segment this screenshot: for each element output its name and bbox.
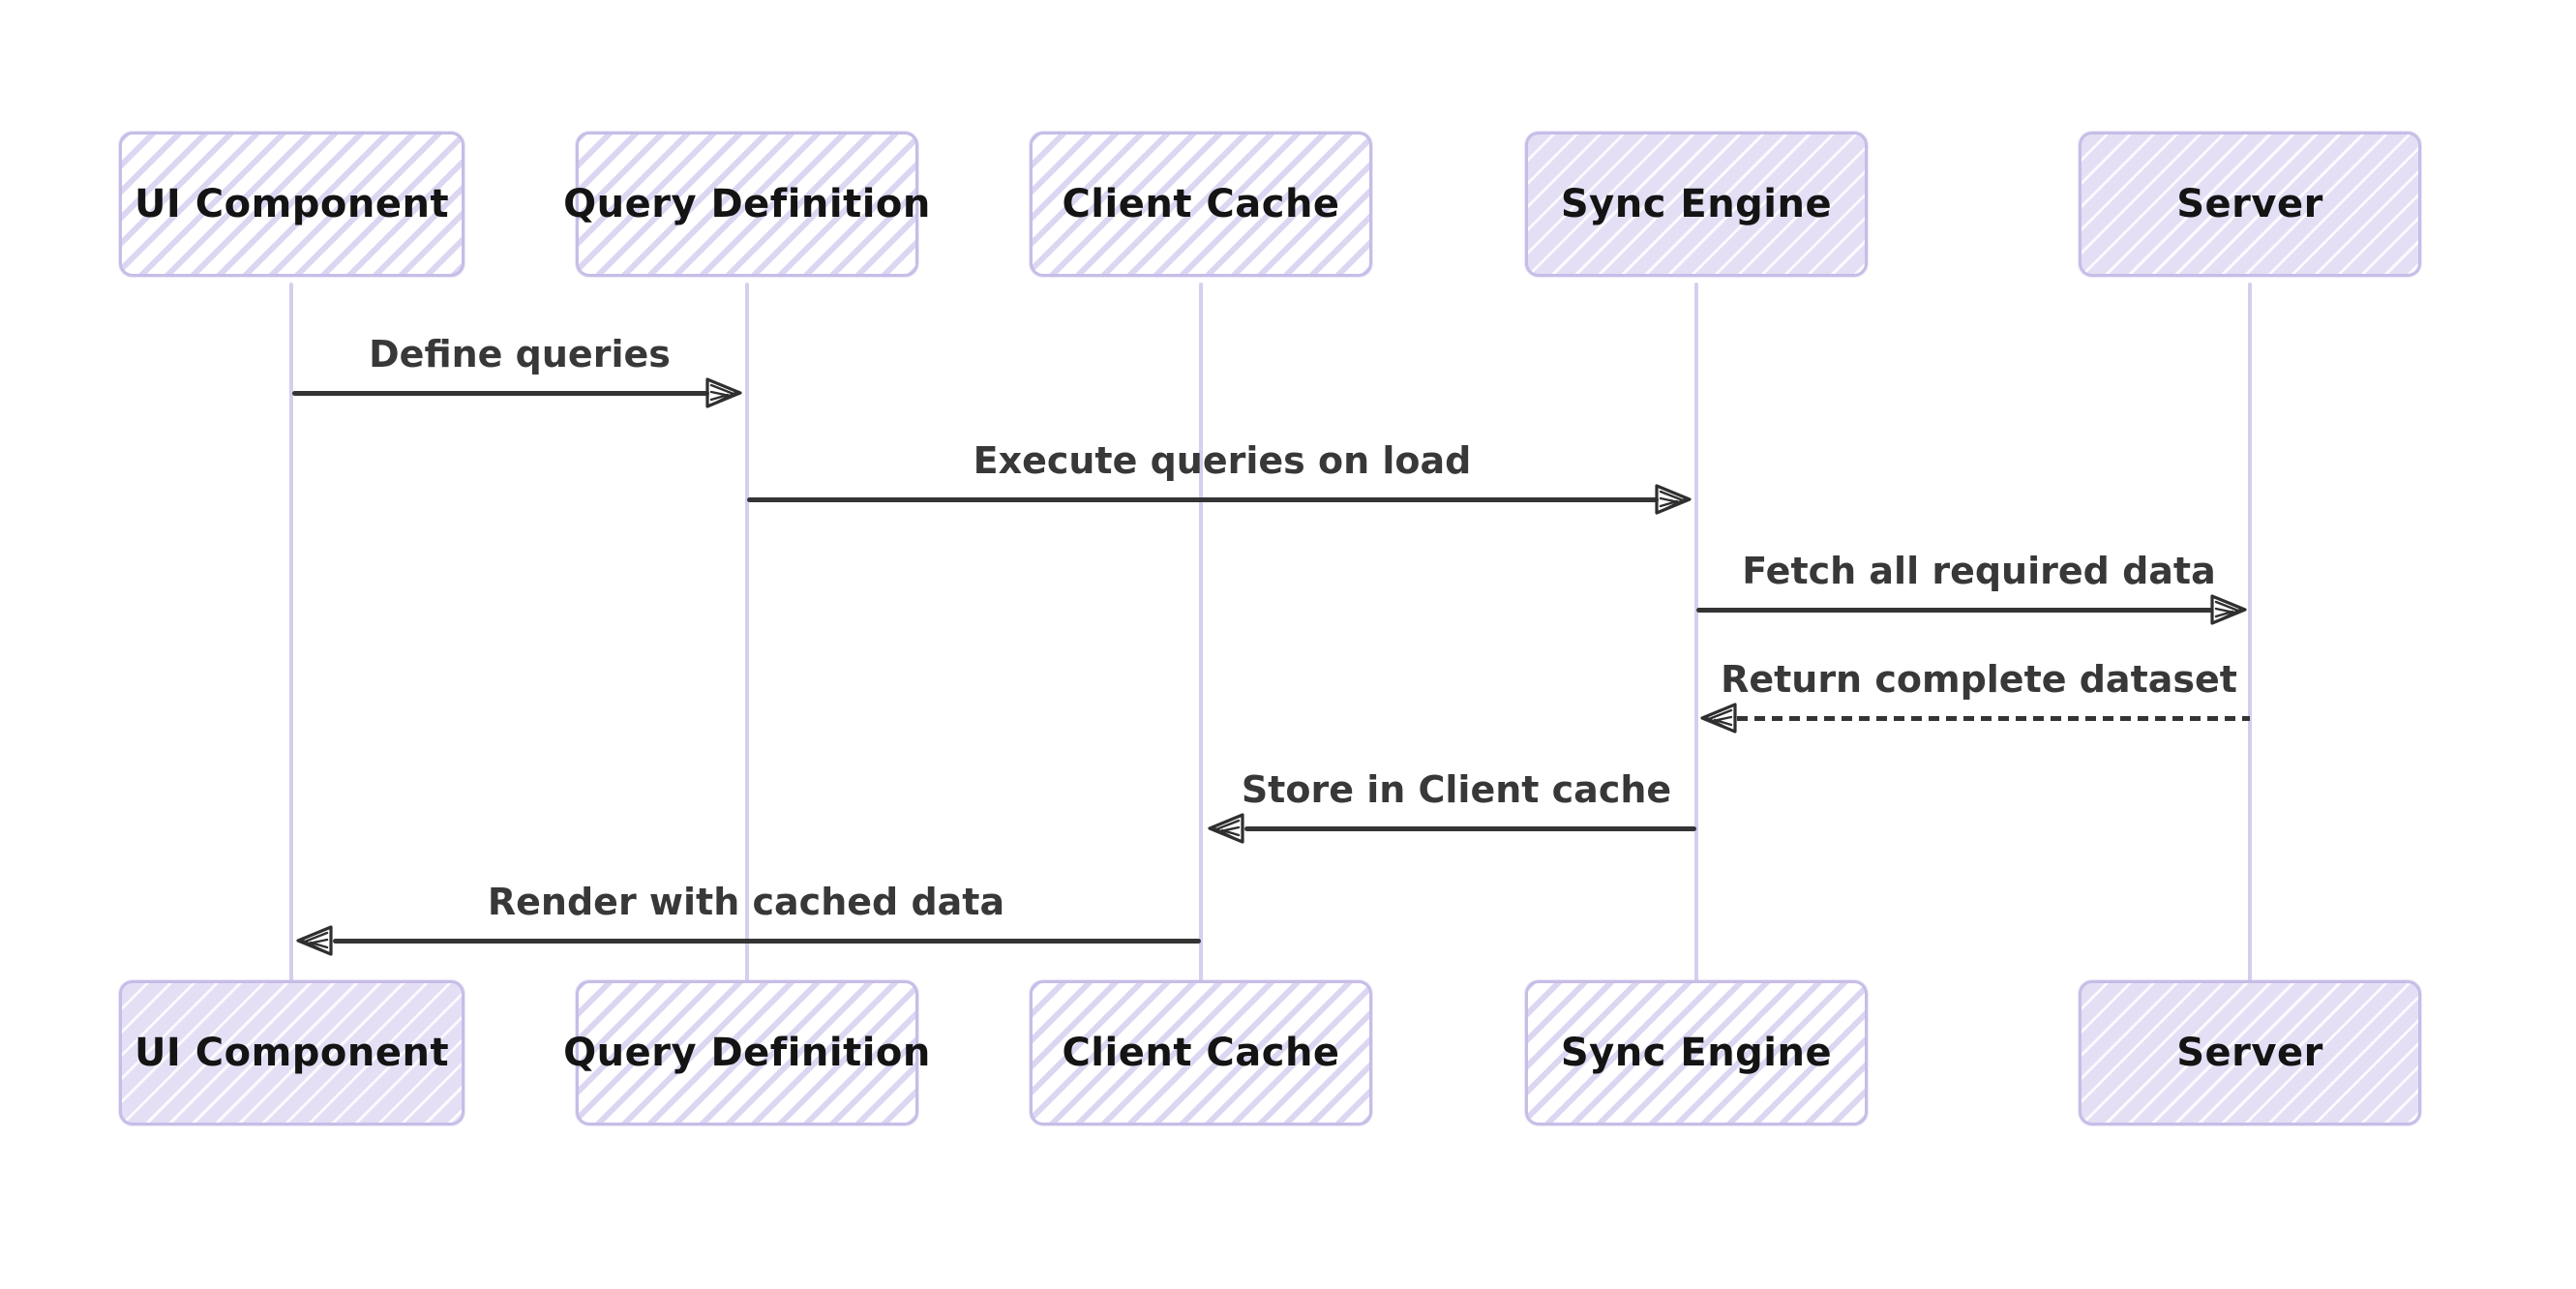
- message-line-dashed: [1737, 716, 2250, 721]
- actor-box-top-sync-engine: Sync Engine: [1525, 132, 1868, 277]
- message-line: [333, 939, 1201, 944]
- actor-box-top-ui-component: UI Component: [119, 132, 464, 277]
- actor-box-bottom-ui-component: UI Component: [119, 980, 464, 1125]
- actor-box-bottom-client-cache: Client Cache: [1030, 980, 1372, 1125]
- actor-box-bottom-query-definition: Query Definition: [563, 980, 930, 1125]
- lifeline-ui-component: [289, 283, 293, 981]
- actor-label: Query Definition: [563, 1031, 931, 1075]
- actor-label: Server: [2176, 182, 2323, 226]
- message-label: Execute queries on load: [973, 439, 1472, 482]
- arrowhead-right-icon: [1655, 484, 1692, 515]
- actor-label: UI Component: [134, 1031, 450, 1075]
- arrowhead-left-icon: [296, 925, 333, 956]
- message-label: Define queries: [369, 333, 671, 375]
- actor-label: Sync Engine: [1560, 1031, 1833, 1075]
- arrowhead-left-icon: [1700, 703, 1737, 734]
- actor-box-bottom-sync-engine: Sync Engine: [1525, 980, 1868, 1125]
- lifeline-server: [2248, 283, 2252, 981]
- actor-label: Client Cache: [1062, 1031, 1340, 1075]
- message-line: [747, 497, 1659, 502]
- actor-box-top-client-cache: Client Cache: [1030, 132, 1372, 277]
- actor-box-bottom-server: Server: [2079, 980, 2421, 1125]
- actor-box-top-server: Server: [2079, 132, 2421, 277]
- arrowhead-right-icon: [705, 377, 742, 408]
- message-label: Store in Client cache: [1241, 768, 1672, 811]
- actor-label: Server: [2176, 1031, 2323, 1075]
- lifeline-query-definition: [745, 283, 749, 981]
- actor-label: Query Definition: [563, 182, 931, 226]
- arrowhead-right-icon: [2210, 594, 2247, 625]
- message-label: Return complete dataset: [1721, 658, 2237, 701]
- actor-label: Client Cache: [1062, 182, 1340, 226]
- message-line: [1696, 608, 2212, 613]
- arrowhead-left-icon: [1208, 813, 1244, 844]
- actor-label: Sync Engine: [1560, 182, 1833, 226]
- message-label: Fetch all required data: [1742, 550, 2216, 592]
- actor-box-top-query-definition: Query Definition: [563, 132, 930, 277]
- lifeline-client-cache: [1199, 283, 1203, 981]
- message-line: [292, 391, 709, 396]
- actor-label: UI Component: [134, 182, 450, 226]
- message-line: [1244, 826, 1696, 831]
- lifeline-sync-engine: [1694, 283, 1698, 981]
- message-label: Render with cached data: [487, 881, 1005, 923]
